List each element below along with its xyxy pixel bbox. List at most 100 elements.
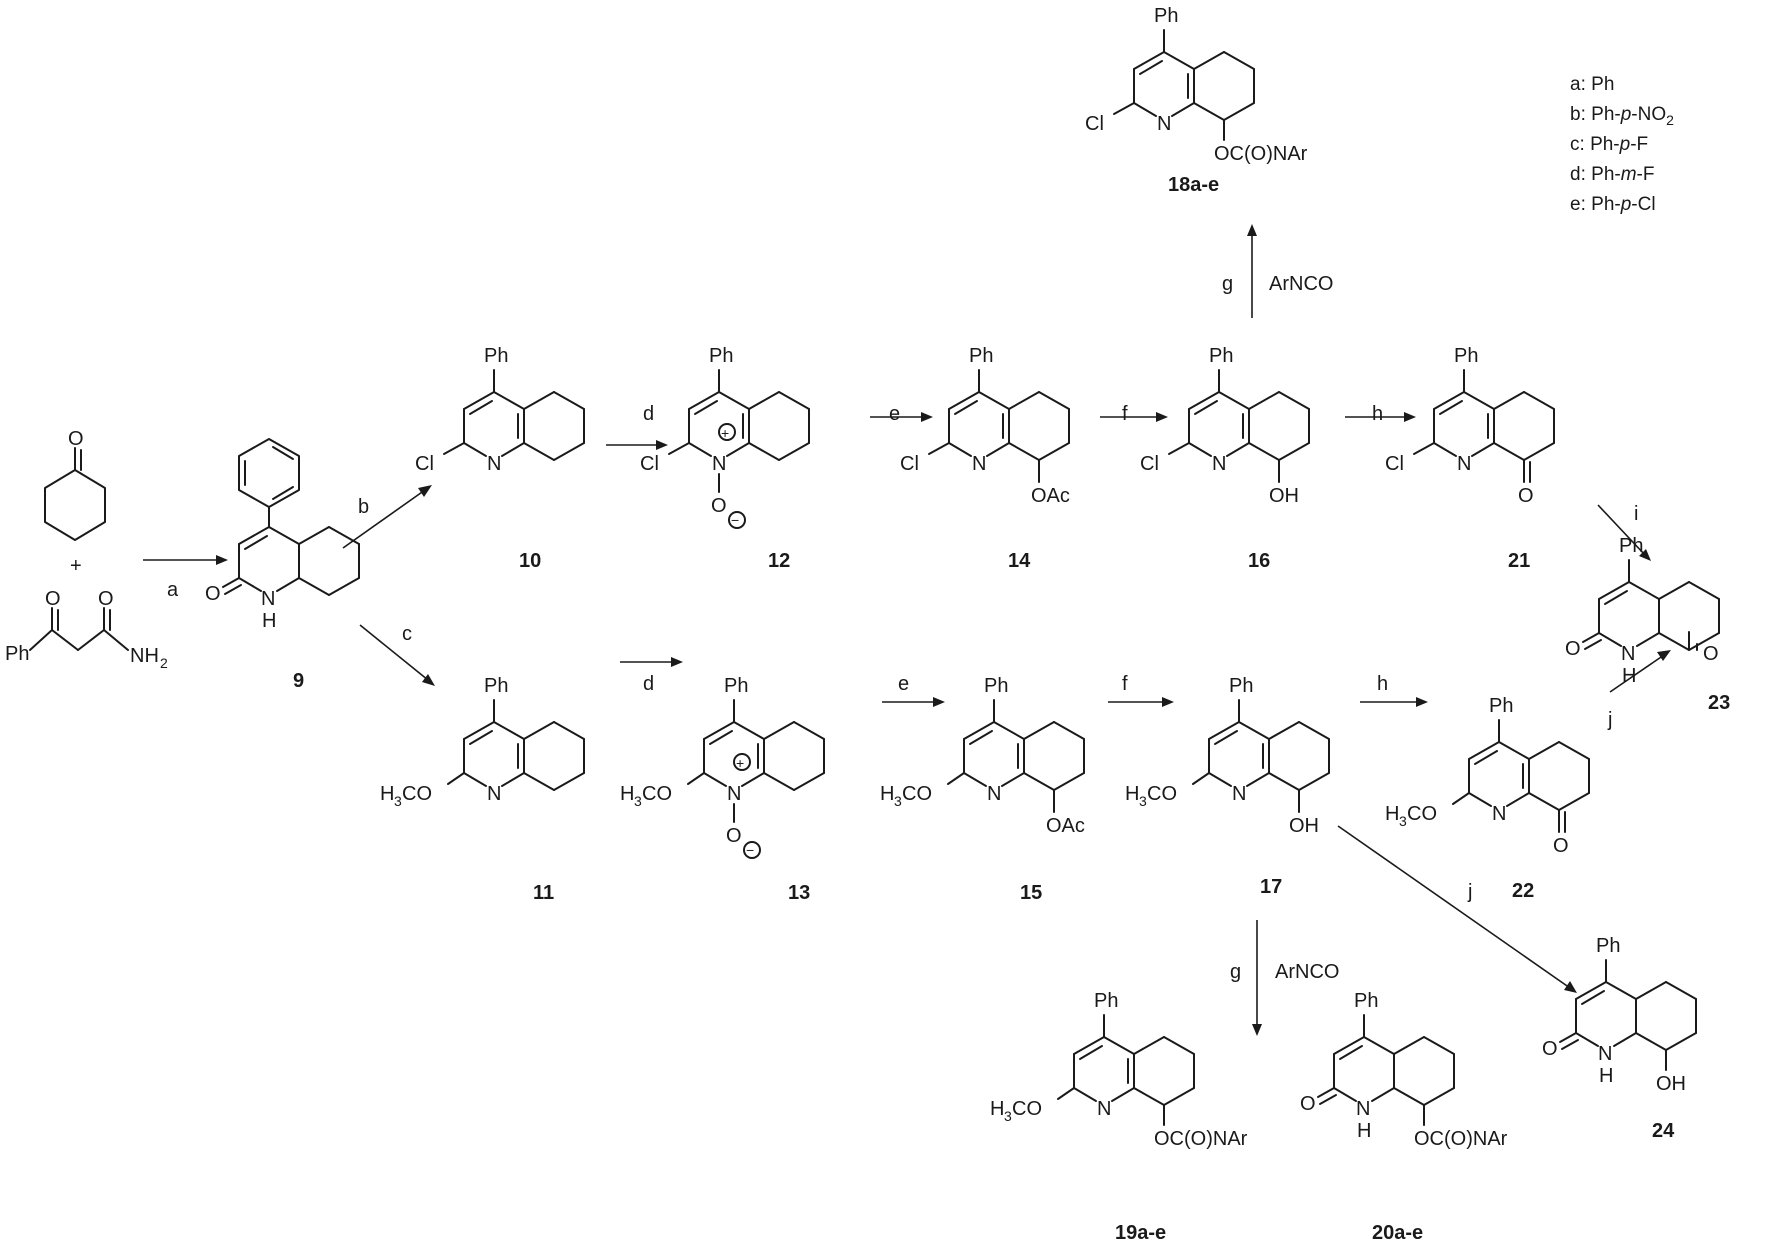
cyclohexanone: O (44, 428, 106, 541)
reagent-a: a (167, 579, 179, 601)
atom-ph: Ph (1489, 695, 1513, 717)
atom-n: N (487, 453, 501, 475)
atom-n: N (1621, 643, 1635, 665)
atom-sub: 3 (634, 793, 642, 809)
compound-number: 12 (768, 550, 790, 572)
compound-13: Ph N + O − H 3 CO (620, 675, 825, 859)
atom-ph: Ph (484, 675, 508, 697)
atom-n: N (712, 453, 726, 475)
compound-number: 19a-e (1115, 1222, 1166, 1244)
atom-h: H (1385, 803, 1399, 825)
atom-co: CO (1012, 1098, 1042, 1120)
atom-o: O (45, 588, 61, 610)
atom-o: O (1553, 835, 1569, 857)
atom-nh: NH (130, 645, 159, 667)
atom-cl: Cl (1085, 113, 1104, 135)
atom-o: O (1703, 643, 1719, 665)
atom-h: H (380, 783, 394, 805)
compound-19: Ph N H 3 CO OC(O)NAr (990, 990, 1248, 1150)
atom-sub: 3 (894, 793, 902, 809)
atom-co: CO (402, 783, 432, 805)
reagent-g-bottom: g (1230, 961, 1241, 983)
plus-sign: + (70, 555, 82, 577)
atom-sub: 3 (1139, 793, 1147, 809)
atom-ph: Ph (1454, 345, 1478, 367)
substituent-legend: a: Ph b: Ph-p-NO2 c: Ph-p-F d: Ph-m-F e:… (1570, 74, 1674, 215)
reagent-labels: a b c d e f h g ArNCO i d e f h j g ArNC… (167, 273, 1638, 983)
atom-n: N (1097, 1098, 1111, 1120)
atom-co: CO (902, 783, 932, 805)
atom-h: H (990, 1098, 1004, 1120)
compound-number: 21 (1508, 550, 1530, 572)
atom-n: N (1356, 1098, 1370, 1120)
reagent-e-bottom: e (898, 673, 909, 695)
compound-number: 15 (1020, 882, 1042, 904)
atom-oh: OH (1289, 815, 1319, 837)
atom-cl: Cl (640, 453, 659, 475)
minus-charge: − (731, 512, 739, 528)
atom-carbamate: OC(O)NAr (1414, 1128, 1508, 1150)
atom-carbamate: OC(O)NAr (1154, 1128, 1248, 1150)
atom-sub: 3 (1004, 1108, 1012, 1124)
compound-14: Ph N Cl OAc (900, 345, 1070, 507)
atom-o: O (98, 588, 114, 610)
atom-n: N (1157, 113, 1171, 135)
atom-ph: Ph (1209, 345, 1233, 367)
reagent-c: c (402, 623, 412, 645)
atom-o: O (711, 495, 727, 517)
atom-n: N (1598, 1043, 1612, 1065)
atom-h: H (1357, 1120, 1371, 1142)
reagent-b: b (358, 496, 369, 518)
atom-sub: 2 (160, 655, 168, 671)
atom-co: CO (1407, 803, 1437, 825)
atom-oh: OH (1656, 1073, 1686, 1095)
compound-10: Ph N Cl (415, 345, 585, 475)
compound-21: Ph N Cl O (1385, 345, 1555, 507)
atom-n: N (727, 783, 741, 805)
atom-cl: Cl (415, 453, 434, 475)
atom-n: N (487, 783, 501, 805)
atom-ph: Ph (709, 345, 733, 367)
atom-o: O (1300, 1093, 1316, 1115)
atom-cl: Cl (1385, 453, 1404, 475)
reagent-i: i (1634, 503, 1638, 525)
atom-n: N (1212, 453, 1226, 475)
atom-oac: OAc (1031, 485, 1070, 507)
compound-20: Ph O N H OC(O)NAr (1300, 990, 1508, 1150)
atom-n: N (1457, 453, 1471, 475)
compound-12: Ph N + O − Cl (640, 345, 810, 529)
atom-h: H (880, 783, 894, 805)
atom-sub: 3 (1399, 813, 1407, 829)
compound-number: 20a-e (1372, 1222, 1423, 1244)
compound-number: 24 (1652, 1120, 1675, 1142)
reagent-h-top: h (1372, 403, 1383, 425)
atom-o: O (1565, 638, 1581, 660)
legend-item-e: e: Ph-p-Cl (1570, 194, 1656, 215)
atom-ph: Ph (984, 675, 1008, 697)
compound-number: 13 (788, 882, 810, 904)
reagent-d-top: d (643, 403, 654, 425)
atom-carbamate: OC(O)NAr (1214, 143, 1308, 165)
reagent-e-top: e (889, 403, 900, 425)
atom-o: O (68, 428, 84, 450)
atom-ph: Ph (1354, 990, 1378, 1012)
reagent-f-bottom: f (1122, 673, 1128, 695)
legend-item-d: d: Ph-m-F (1570, 164, 1654, 185)
legend-item-c: c: Ph-p-F (1570, 134, 1648, 155)
atom-n: N (1492, 803, 1506, 825)
compound-number: 10 (519, 550, 541, 572)
atom-n: N (987, 783, 1001, 805)
compound-17: Ph N H 3 CO OH (1125, 675, 1330, 837)
compound-24: Ph O N H OH (1542, 935, 1697, 1095)
compound-number: 23 (1708, 692, 1730, 714)
atom-ph: Ph (1229, 675, 1253, 697)
legend-item-b: b: Ph-p-NO2 (1570, 104, 1674, 128)
atom-n: N (972, 453, 986, 475)
arrows (143, 224, 1671, 1036)
atom-o: O (726, 825, 742, 847)
atom-ph: Ph (5, 643, 29, 665)
reagent-d-bottom: d (643, 673, 654, 695)
reagent-h-bottom: h (1377, 673, 1388, 695)
atom-ph: Ph (1094, 990, 1118, 1012)
